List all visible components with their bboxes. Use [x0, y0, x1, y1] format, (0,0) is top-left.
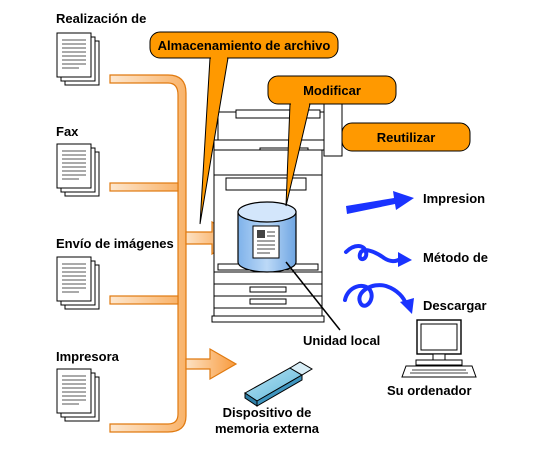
reuse-callout-label: Reutilizar: [377, 130, 436, 145]
fax-label: Fax: [56, 124, 79, 139]
printer-document-icon: [56, 368, 100, 422]
store-callout-label: Almacenamiento de archivo: [158, 38, 331, 53]
fax-document-icon: [56, 143, 100, 197]
download-arrow-icon: [343, 283, 414, 314]
image-send-label: Envío de imágenes: [56, 236, 174, 251]
usb-label-line1: Dispositivo de: [222, 405, 312, 420]
scan-document-icon: [56, 32, 100, 86]
reuse-callout: [341, 122, 471, 152]
image-send-document-icon: [56, 256, 100, 310]
usb-memory-icon: [244, 361, 313, 407]
printer-label: Impresora: [56, 349, 119, 364]
edit-callout: [267, 75, 397, 207]
computer-label: Su ordenador: [387, 383, 472, 398]
store-callout: [149, 31, 339, 225]
method-arrow-icon: [344, 244, 412, 267]
edit-callout-label: Modificar: [303, 83, 361, 98]
method-label: Método de: [423, 250, 488, 265]
mfp-machine-icon: [211, 95, 343, 323]
to-usb-arrow: [185, 347, 238, 381]
input-bracket: [109, 74, 187, 433]
download-label: Descargar: [423, 298, 487, 313]
drive-pointer-line: [285, 261, 341, 331]
local-drive-label: Unidad local: [303, 333, 381, 348]
scan-label: Realización de: [56, 11, 147, 26]
print-arrow-icon: [346, 191, 414, 214]
usb-label-line2: memoria externa: [214, 421, 320, 436]
print-label: Impresion: [423, 191, 486, 206]
computer-icon: [401, 319, 477, 378]
local-drive-icon: [237, 201, 297, 273]
